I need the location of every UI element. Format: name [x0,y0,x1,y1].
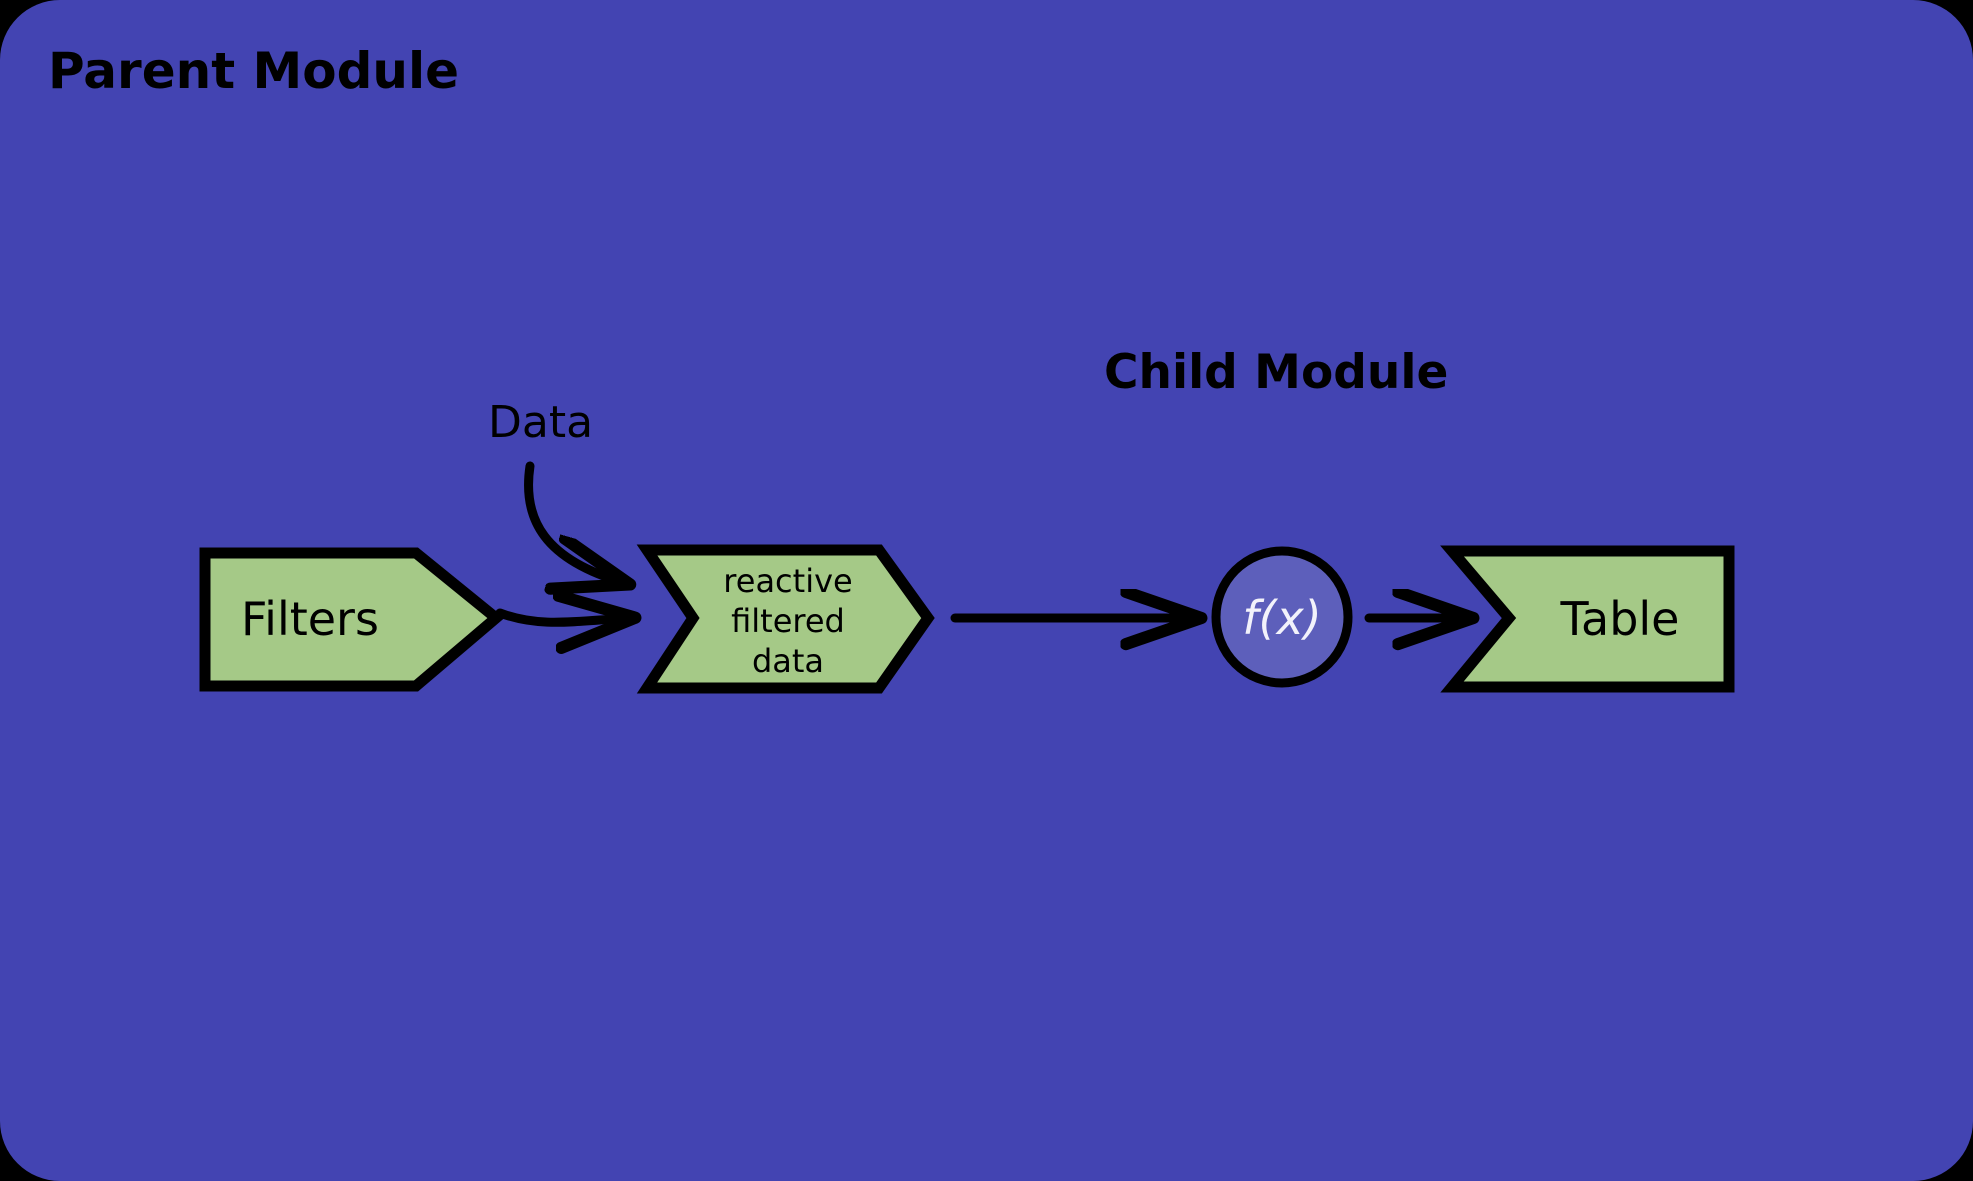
node-reactive-filtered-data[interactable]: reactive filtered data [636,544,935,694]
edge-data-path [524,461,625,583]
table-shape[interactable] [1440,545,1735,693]
edge-filters-to-reactive [495,613,630,622]
reactive-filtered-data-shape[interactable] [636,544,935,694]
parent-module-title: Parent Module [48,42,459,100]
filters-shape[interactable] [199,547,505,692]
filters-label: Filters [241,592,379,646]
child-module-title: Child Module [1104,345,1448,400]
edge-filters-path [495,613,630,622]
reactive-filtered-data-label-line-1: reactive [723,562,852,600]
reactive-filtered-data-label-line-2: filtered [731,602,845,640]
node-filters[interactable]: Filters [199,547,505,692]
edge-data-to-reactive: Data [488,397,625,583]
node-fx[interactable]: f(x) [1211,546,1353,688]
reactive-filtered-data-label-line-3: data [752,642,824,680]
fx-shape[interactable] [1211,546,1353,688]
edge-data-label: Data [488,397,593,448]
fx-label: f(x) [1242,591,1321,645]
table-label: Table [1560,592,1680,646]
node-table[interactable]: Table [1440,545,1735,693]
